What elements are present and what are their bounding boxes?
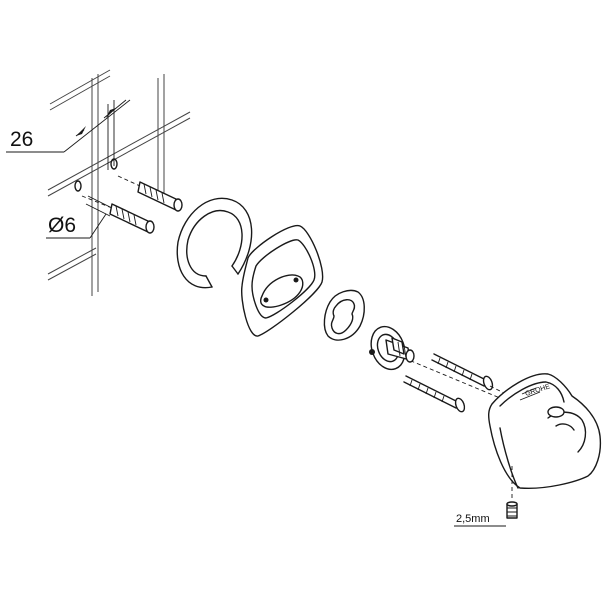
wall-plug-upper bbox=[117, 175, 183, 212]
dimension-26-label: 26 bbox=[10, 128, 33, 151]
dimension-diameter-label: Ø6 bbox=[48, 214, 76, 237]
lock-washer bbox=[323, 289, 365, 341]
wall-flange bbox=[241, 225, 324, 337]
wall-tile-grid bbox=[47, 69, 191, 296]
retaining-ring bbox=[176, 197, 253, 289]
grub-screw: 2,5mm bbox=[454, 466, 518, 527]
screw-lower bbox=[403, 375, 466, 413]
wall-plug-lower bbox=[81, 195, 155, 234]
hex-key-size-label: 2,5mm bbox=[456, 513, 490, 525]
dimension-diameter-6: Ø6 bbox=[46, 195, 113, 239]
shower-holder: GROHE bbox=[487, 373, 602, 490]
assembly-axis bbox=[403, 357, 501, 399]
dimension-26: 26 bbox=[6, 99, 131, 170]
drill-holes bbox=[74, 158, 118, 192]
mounting-nipple bbox=[369, 325, 415, 371]
